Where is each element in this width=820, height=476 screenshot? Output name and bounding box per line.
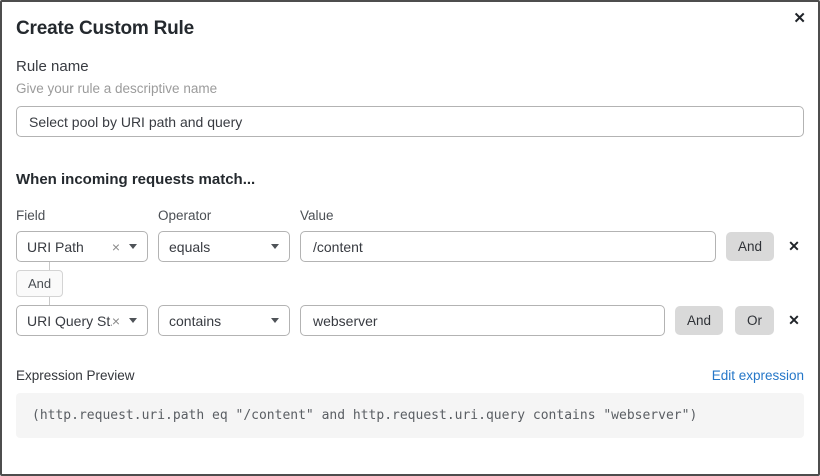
rule-name-description: Give your rule a descriptive name	[16, 81, 218, 96]
field-select[interactable]: URI Path ×	[16, 231, 148, 262]
clear-selection-icon[interactable]: ×	[111, 312, 120, 329]
or-button[interactable]: Or	[735, 306, 774, 335]
operator-select[interactable]: equals	[158, 231, 290, 262]
chevron-down-icon	[271, 318, 279, 323]
delete-condition-icon[interactable]: ✕	[788, 312, 800, 328]
field-column-label: Field	[16, 208, 46, 223]
expression-preview-label: Expression Preview	[16, 368, 135, 383]
operator-select-value: contains	[169, 312, 222, 329]
edit-expression-link[interactable]: Edit expression	[711, 368, 804, 383]
connector-line	[49, 297, 50, 305]
operator-select-value: equals	[169, 238, 211, 255]
delete-condition-icon[interactable]: ✕	[788, 238, 800, 254]
clear-selection-icon[interactable]: ×	[111, 238, 120, 255]
chevron-down-icon	[129, 318, 137, 323]
connector-line	[49, 262, 50, 270]
value-input[interactable]	[300, 305, 665, 336]
condition-row: URI Path × equals And ✕	[16, 231, 804, 262]
condition-column-labels: Field Operator Value	[16, 208, 804, 223]
and-button[interactable]: And	[674, 306, 723, 335]
chevron-down-icon	[271, 244, 279, 249]
rule-name-label: Rule name	[16, 58, 89, 75]
condition-row: URI Query St... × contains And Or ✕	[16, 305, 804, 336]
and-button[interactable]: And	[725, 232, 774, 261]
page-title: Create Custom Rule	[16, 18, 194, 39]
condition-connector: And	[16, 262, 804, 305]
expression-code: (http.request.uri.path eq "/content" and…	[16, 393, 804, 438]
close-icon[interactable]: ✕	[793, 10, 806, 27]
operator-column-label: Operator	[158, 208, 212, 223]
value-column-label: Value	[300, 208, 334, 223]
and-connector-badge: And	[16, 270, 64, 297]
chevron-down-icon	[129, 244, 137, 249]
field-select-value: URI Path	[27, 238, 84, 255]
value-input[interactable]	[300, 231, 716, 262]
operator-select[interactable]: contains	[158, 305, 290, 336]
match-heading: When incoming requests match...	[16, 171, 256, 188]
field-select-value: URI Query St...	[27, 312, 112, 329]
field-select[interactable]: URI Query St... ×	[16, 305, 148, 336]
rule-name-input[interactable]	[16, 106, 804, 137]
